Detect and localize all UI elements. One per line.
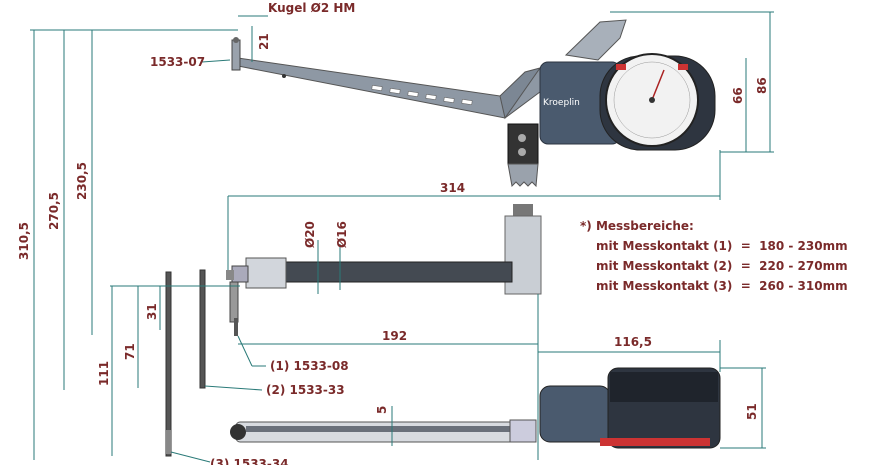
dim-86: 86	[755, 77, 769, 94]
dim-230-5: 230,5	[75, 162, 89, 200]
range-line-1: mit Messkontakt (1) = 180 - 230mm	[596, 239, 848, 253]
dim-o16: Ø16	[335, 221, 349, 248]
dim-314: 314	[440, 181, 465, 195]
dim-21: 21	[257, 33, 271, 50]
dim-270-5: 270,5	[47, 192, 61, 230]
part-top-label: 1533-07	[150, 55, 205, 69]
dim-71: 71	[123, 343, 137, 360]
measuring-ranges-note: *) Messbereiche: mit Messkontakt (1) = 1…	[580, 219, 848, 293]
range-line-2: mit Messkontakt (2) = 220 - 270mm	[596, 259, 848, 273]
dim-66: 66	[731, 87, 745, 104]
bottom-view	[230, 367, 721, 449]
measuring-rod-icon	[281, 261, 513, 283]
ranges-title: *) Messbereiche:	[580, 219, 694, 233]
side-rod-view	[226, 204, 542, 336]
part-3-label: (3) 1533-34	[210, 457, 289, 465]
dim-310-5: 310,5	[17, 222, 31, 260]
dim-111: 111	[97, 361, 111, 386]
dim-o20: Ø20	[303, 221, 317, 248]
part-1-label: (1) 1533-08	[270, 359, 349, 373]
top-gauge-view: Kroeplin	[231, 19, 716, 188]
dimension-lines	[30, 11, 774, 463]
dim-51: 51	[745, 403, 759, 420]
brand-label: Kroeplin	[543, 98, 580, 108]
dim-116-5: 116,5	[614, 335, 652, 349]
lever-arm-icon	[237, 57, 549, 119]
dim-31: 31	[145, 303, 159, 320]
dim-192: 192	[382, 329, 407, 343]
contact-rods	[165, 269, 206, 457]
part-2-label: (2) 1533-33	[266, 383, 345, 397]
ball-label: Kugel Ø2 HM	[268, 1, 355, 15]
dimension-labels: Kugel Ø2 HM 1533-07 21 310,5 270,5 230,5…	[17, 1, 769, 465]
range-line-3: mit Messkontakt (3) = 260 - 310mm	[596, 279, 848, 293]
dim-5: 5	[375, 406, 389, 414]
